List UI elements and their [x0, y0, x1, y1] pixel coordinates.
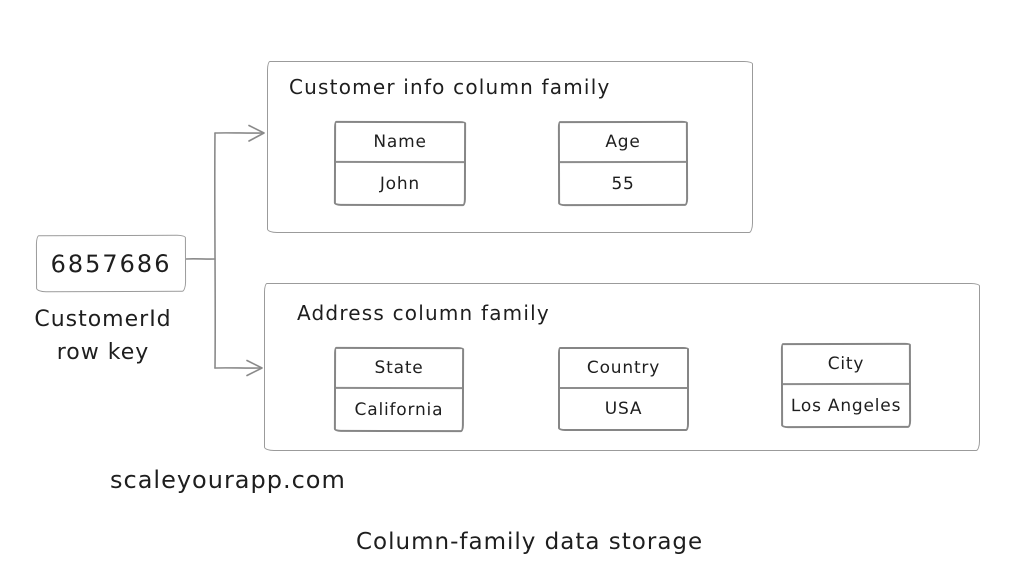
arrow-to-address-head: [246, 359, 263, 377]
column-name-header: Name: [336, 122, 465, 164]
column-city-value: Los Angeles: [790, 395, 902, 416]
column-age-value: 55: [611, 173, 635, 194]
column-city-header: City: [782, 344, 909, 386]
column-card-city: City Los Angeles: [780, 342, 912, 429]
customer-info-family-title: Customer info column family: [289, 75, 611, 99]
column-card-name: Name John: [333, 120, 467, 207]
arrow-to-customer-info-head: [248, 124, 265, 142]
customer-info-family-box: Customer info column family Name John Ag…: [267, 61, 753, 233]
row-key-box: 6857686: [35, 234, 187, 293]
row-key-value: 6857686: [50, 249, 172, 278]
column-age-header: Age: [559, 122, 686, 164]
column-card-country: Country USA: [558, 347, 689, 431]
row-key-label-line1: CustomerId: [34, 307, 172, 332]
column-card-state: State California: [333, 346, 465, 433]
address-family-box: Address column family State California C…: [264, 283, 980, 451]
diagram-caption: Column-family data storage: [356, 529, 704, 555]
watermark: scaleyourapp.com: [110, 466, 346, 494]
column-name-value: John: [379, 173, 421, 194]
row-key-label-line2: row key: [56, 340, 150, 365]
row-key-label: CustomerId row key: [23, 303, 183, 369]
column-card-age: Age 55: [557, 120, 689, 207]
column-state-value: California: [354, 399, 444, 420]
column-country-value: USA: [604, 399, 643, 419]
column-state-header: State: [336, 348, 463, 390]
column-country-header: Country: [560, 349, 687, 389]
address-family-title: Address column family: [297, 301, 550, 325]
